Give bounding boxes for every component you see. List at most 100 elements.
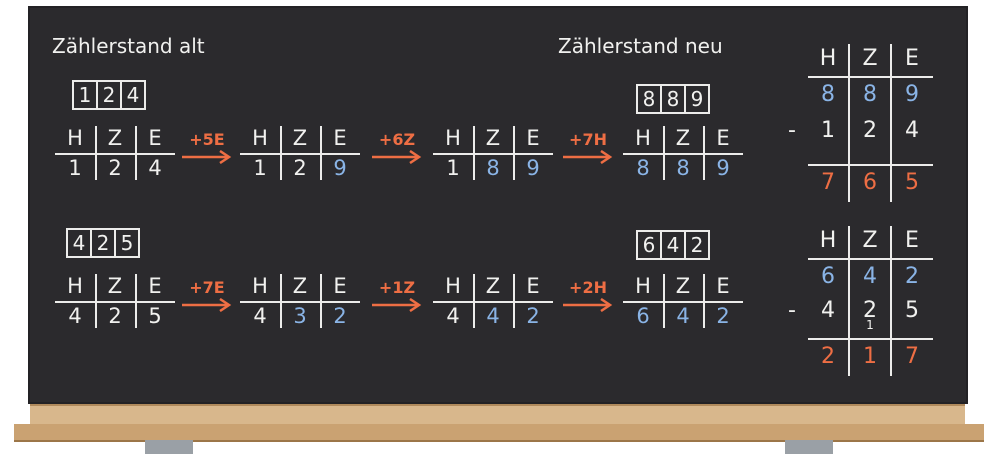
col-z: Z xyxy=(850,226,890,256)
minus-sign: - xyxy=(782,296,802,326)
difference-digit: 6 xyxy=(850,168,890,198)
arrow-right-icon xyxy=(182,150,232,164)
digit: 6 xyxy=(638,232,660,258)
digit: 3 xyxy=(280,304,320,328)
step-arrow: +6Z xyxy=(366,130,428,170)
shelf-bracket-right xyxy=(785,440,833,454)
new-reading-box-1: 8 8 9 xyxy=(636,84,710,114)
digit: 2 xyxy=(90,230,114,256)
arrow-right-icon xyxy=(563,298,613,312)
digit: 4 xyxy=(55,304,95,328)
minuend-digit: 4 xyxy=(850,262,890,292)
digit: 8 xyxy=(660,86,684,112)
column-header: H xyxy=(55,274,95,298)
digit: 2 xyxy=(684,232,708,258)
grid-line xyxy=(623,301,743,303)
column-header: H xyxy=(623,274,663,298)
grid-line xyxy=(55,301,175,303)
grid-line xyxy=(433,301,553,303)
step-arrow: +5E xyxy=(176,130,238,170)
digit: 2 xyxy=(703,304,743,328)
grid-line xyxy=(808,164,933,166)
step-arrow: +7E xyxy=(176,278,238,318)
col-h: H xyxy=(808,226,848,256)
grid-line xyxy=(808,76,933,78)
step-label: +6Z xyxy=(366,130,428,149)
digit: 8 xyxy=(638,86,660,112)
digit: 9 xyxy=(703,156,743,180)
subtrahend-digit: 2 xyxy=(850,116,890,146)
step-label: +1Z xyxy=(366,278,428,297)
digit: 4 xyxy=(135,156,175,180)
digit: 1 xyxy=(55,156,95,180)
digit: 5 xyxy=(114,230,138,256)
column-header: H xyxy=(55,126,95,150)
column-header: E xyxy=(320,274,360,298)
new-reading-box-2: 6 4 2 xyxy=(636,230,710,260)
column-header: Z xyxy=(95,126,135,150)
digit: 2 xyxy=(320,304,360,328)
difference-digit: 7 xyxy=(892,342,932,372)
arrow-right-icon xyxy=(372,298,422,312)
column-header: H xyxy=(433,274,473,298)
difference-digit: 5 xyxy=(892,168,932,198)
digit: 4 xyxy=(120,82,144,108)
column-header: H xyxy=(433,126,473,150)
arrow-right-icon xyxy=(372,150,422,164)
digit: 1 xyxy=(240,156,280,180)
grid-line xyxy=(240,301,360,303)
column-header: Z xyxy=(280,274,320,298)
subtrahend-digit: 1 xyxy=(808,116,848,146)
digit: 2 xyxy=(95,304,135,328)
arrow-right-icon xyxy=(182,298,232,312)
digit: 8 xyxy=(663,156,703,180)
digit: 4 xyxy=(473,304,513,328)
shelf-bracket-left xyxy=(145,440,193,454)
digit: 2 xyxy=(513,304,553,328)
col-e: E xyxy=(892,226,932,256)
arrow-right-icon xyxy=(563,150,613,164)
digit: 4 xyxy=(660,232,684,258)
step-label: +2H xyxy=(557,278,619,297)
carry-digit: 1 xyxy=(850,318,890,332)
digit: 9 xyxy=(684,86,708,112)
column-header: Z xyxy=(95,274,135,298)
column-header: E xyxy=(703,126,743,150)
difference-digit: 1 xyxy=(850,342,890,372)
step-arrow: +1Z xyxy=(366,278,428,318)
col-e: E xyxy=(892,44,932,74)
column-header: E xyxy=(320,126,360,150)
subtraction-table-1: H Z E 8 8 9 - 1 2 4 7 6 5 xyxy=(808,44,933,202)
grid-line xyxy=(808,258,933,260)
difference-digit: 2 xyxy=(808,342,848,372)
column-header: E xyxy=(703,274,743,298)
place-value-grid: H1Z8E9 xyxy=(433,126,553,180)
grid-line xyxy=(240,153,360,155)
digit: 2 xyxy=(96,82,120,108)
digit: 8 xyxy=(623,156,663,180)
step-label: +7E xyxy=(176,278,238,297)
minuend-digit: 6 xyxy=(808,262,848,292)
grid-line xyxy=(433,153,553,155)
place-value-grid: H4Z2E5 xyxy=(55,274,175,328)
step-label: +5E xyxy=(176,130,238,149)
column-header: Z xyxy=(473,126,513,150)
place-value-grid: H4Z3E2 xyxy=(240,274,360,328)
column-header: H xyxy=(240,274,280,298)
subtraction-table-2: H Z E 6 4 2 - 4 2 5 1 2 1 7 xyxy=(808,226,933,376)
column-header: Z xyxy=(663,126,703,150)
column-header: H xyxy=(623,126,663,150)
digit: 6 xyxy=(623,304,663,328)
digit: 9 xyxy=(320,156,360,180)
digit: 4 xyxy=(433,304,473,328)
digit: 2 xyxy=(280,156,320,180)
old-reading-box-2: 4 2 5 xyxy=(66,228,140,258)
label-old-reading: Zählerstand alt xyxy=(52,34,205,58)
old-reading-box-1: 1 2 4 xyxy=(72,80,146,110)
digit: 1 xyxy=(74,82,96,108)
minuend-digit: 9 xyxy=(892,80,932,110)
column-header: E xyxy=(513,126,553,150)
